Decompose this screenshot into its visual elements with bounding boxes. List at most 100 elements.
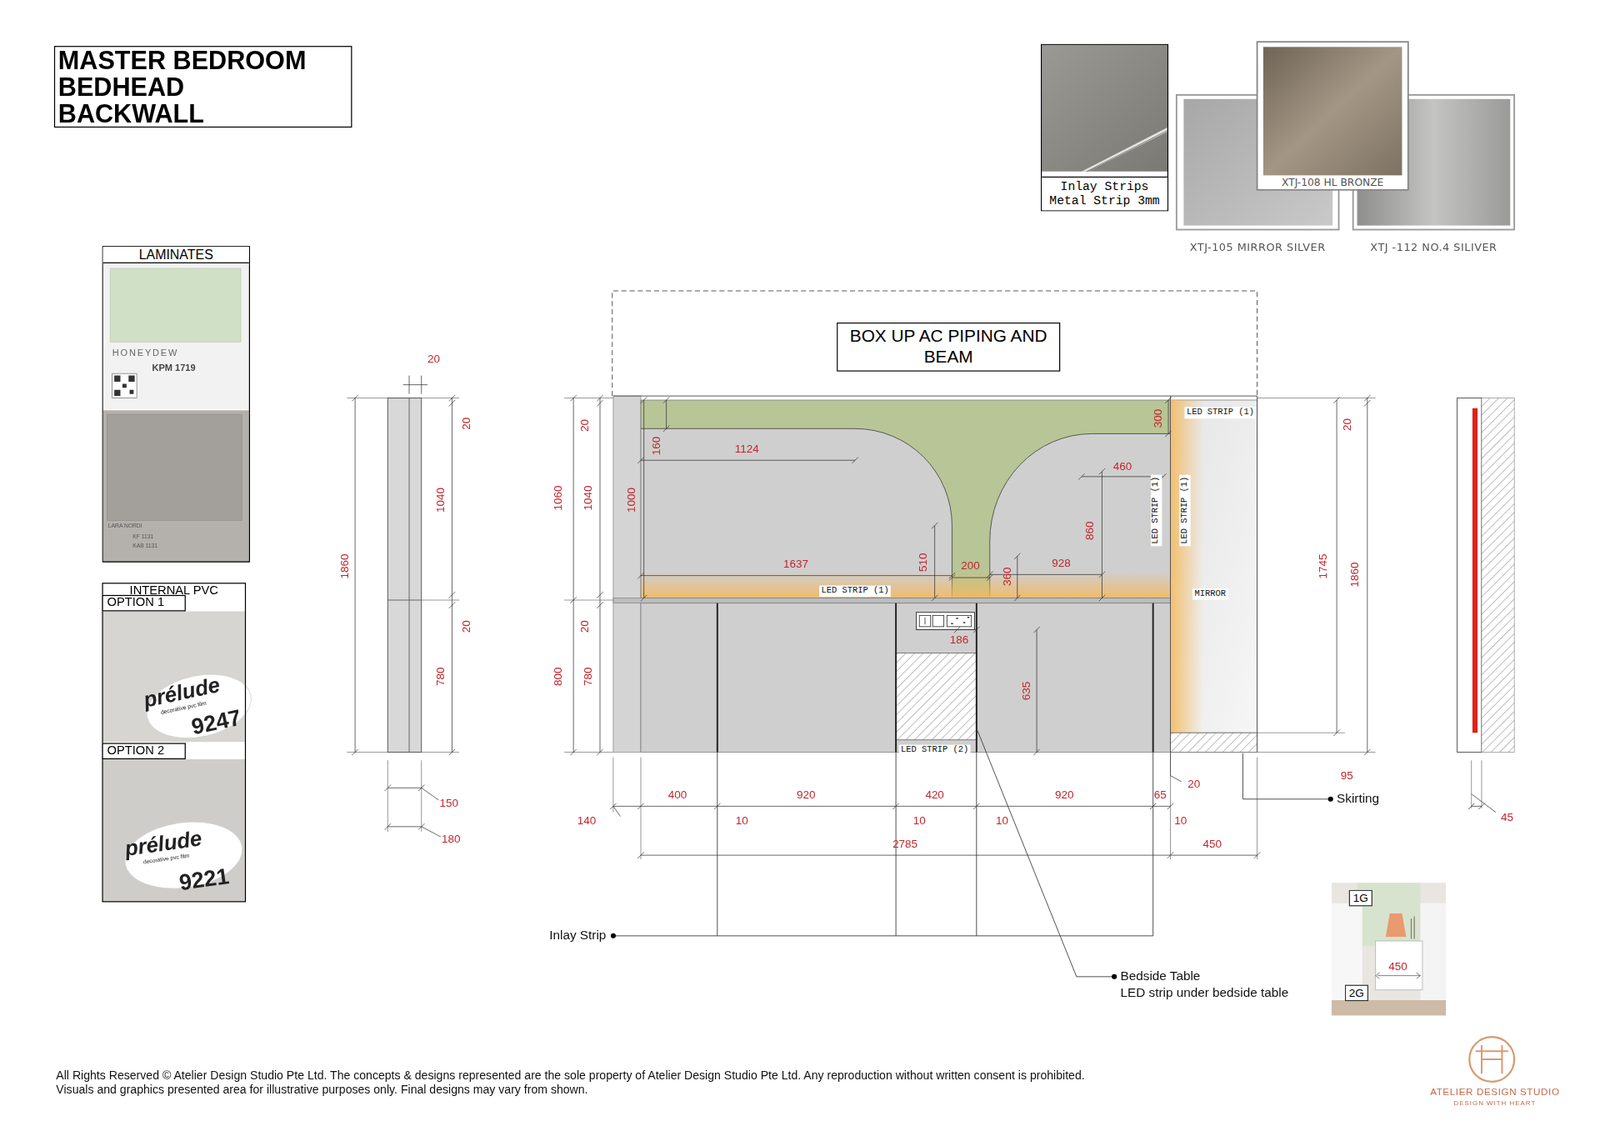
callout-note: Inlay Strip (549, 929, 606, 942)
drawing-part (640, 575, 952, 576)
note-box: BOX UP AC PIPING AND BEAM (836, 322, 1060, 372)
dimension-value: 2785 (892, 838, 918, 850)
drawing-part (637, 803, 644, 810)
drawing-part (986, 574, 993, 580)
drawing-part (640, 855, 1258, 856)
drawing-part (895, 653, 977, 740)
drawing-part (103, 410, 250, 562)
drawing-part (1472, 408, 1478, 733)
drawing-part (1263, 46, 1403, 175)
drawing-part (934, 525, 935, 599)
drawing-part (449, 601, 455, 608)
dimension-value: 95 (1340, 770, 1354, 781)
dimension-value: 460 (1113, 460, 1132, 472)
drawing-part (931, 595, 938, 601)
drawing-part (610, 803, 616, 810)
drawing-part (931, 522, 938, 529)
drawing-part (637, 572, 644, 579)
material-card: Inlay Strips Metal Strip 3mm (1040, 44, 1169, 212)
drawing-part (1257, 41, 1409, 190)
drawing-part (613, 598, 1171, 604)
dimension-value: 928 (1051, 557, 1070, 569)
led-label: LED STRIP (1) (819, 585, 891, 597)
drawing-part (613, 395, 641, 752)
drawing-part (665, 400, 667, 429)
drawing-part (973, 626, 980, 633)
drawing-part (346, 398, 1375, 860)
dimension-value: 150 (440, 797, 459, 809)
drawing-part (640, 603, 1171, 753)
dimension-value: 510 (917, 552, 929, 571)
drawing-part (1377, 975, 1420, 976)
drawing-part (1167, 803, 1174, 810)
drawing-part (1081, 127, 1168, 172)
led-label: MIRROR (1192, 588, 1228, 600)
node-text: LAMINATES (103, 246, 250, 264)
node-text: XTJ-105 MIRROR SILVER (1190, 240, 1326, 254)
drawing-part (977, 730, 1115, 977)
drawing-part (1471, 805, 1482, 807)
drawing-part (1420, 903, 1446, 1000)
dimension-value: 20 (1341, 418, 1353, 431)
dimension-value: 1745 (1317, 554, 1329, 580)
drawing-part (1111, 974, 1117, 980)
callout-note: LED strip under bedside table (1120, 986, 1289, 1000)
dimension-value: 10 (735, 815, 749, 826)
drawing-part (387, 398, 421, 753)
node-text: 1G (1353, 891, 1369, 905)
drawing-part (570, 596, 576, 603)
drawing-part (954, 626, 960, 633)
drawing-part (1036, 630, 1038, 753)
led-label: LED STRIP (1) (1150, 474, 1162, 546)
drawing-part (1014, 595, 1020, 601)
drawing-part (1375, 972, 1421, 979)
drawing-part (640, 571, 1171, 599)
dimension-value: 45 (1500, 811, 1514, 823)
dimension-value: 160 (650, 436, 662, 455)
dimension-value: 20 (460, 417, 472, 430)
drawing-part (717, 603, 1154, 753)
drawing-part (1014, 553, 1020, 560)
drawing-part (1457, 398, 1482, 753)
node-text: OPTION 2 (103, 744, 185, 758)
drawing-part (1364, 400, 1370, 406)
dimension-value: 800 (552, 667, 564, 686)
swatch-text: KF 1131 (132, 534, 154, 540)
dimension-value: 20 (579, 419, 590, 432)
drawing-part (418, 785, 425, 791)
callout-note: Skirting (1336, 792, 1380, 805)
drawing-part (1170, 732, 1257, 752)
drawing-part (570, 395, 576, 401)
drawing-part (925, 617, 926, 625)
dimension-lines (351, 395, 1485, 859)
drawing-part (103, 263, 250, 410)
drawing-part (640, 460, 855, 461)
drawing-part (596, 591, 603, 598)
drawing-part (385, 785, 391, 791)
dimension-value: 1637 (783, 558, 809, 570)
drawing-part (387, 825, 421, 827)
drawing-part (640, 400, 1171, 599)
dimension-value: 860 (1084, 520, 1095, 540)
drawing-part (449, 749, 455, 755)
drawing-part (1328, 796, 1334, 802)
drawing-part (570, 749, 576, 755)
drawing-title: MASTER BEDROOM BEDHEAD BACKWALL (54, 45, 353, 128)
drawing-part (1364, 749, 1370, 755)
dimension-value: 180 (441, 833, 460, 845)
swatch-text: LARA NORDI (108, 523, 143, 530)
dimension-value: 140 (577, 815, 596, 826)
swatch-text: KPM 1719 (151, 364, 195, 374)
drawing-part (1385, 913, 1406, 937)
option-tag: OPTION 2 (101, 742, 185, 760)
drawing-part (892, 803, 899, 810)
dimension-value: 635 (1020, 681, 1032, 700)
drawing-part (1078, 473, 1085, 480)
drawing-part (637, 851, 644, 858)
dimension-value: 1860 (1349, 561, 1360, 587)
drawing-part (418, 823, 425, 830)
drawing-part (110, 268, 241, 342)
drawing-part (951, 577, 990, 579)
dimension-value: 300 (1152, 409, 1164, 428)
